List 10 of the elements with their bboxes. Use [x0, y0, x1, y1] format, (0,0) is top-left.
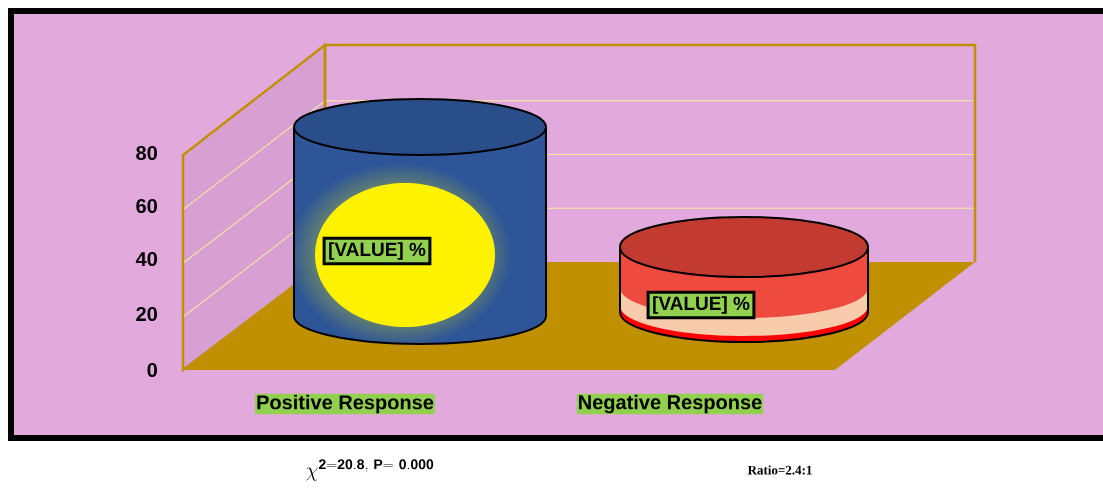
- note-text: Ratio=2.4:1: [747, 465, 812, 475]
- tick-label: 40: [135, 251, 157, 267]
- data-label: [VALUE] %: [322, 236, 432, 266]
- tick-label: 80: [136, 145, 157, 161]
- tick-label: 20: [136, 306, 157, 322]
- statistic-text: $\chi^{\mathbf{2=20.8,\ P=\ 0.000}}$: [306, 459, 434, 481]
- data-label: [VALUE] %: [646, 290, 756, 320]
- category-label: Positive Response: [255, 393, 435, 415]
- tick-label: 0: [147, 362, 157, 378]
- tick-label: 60: [136, 198, 157, 214]
